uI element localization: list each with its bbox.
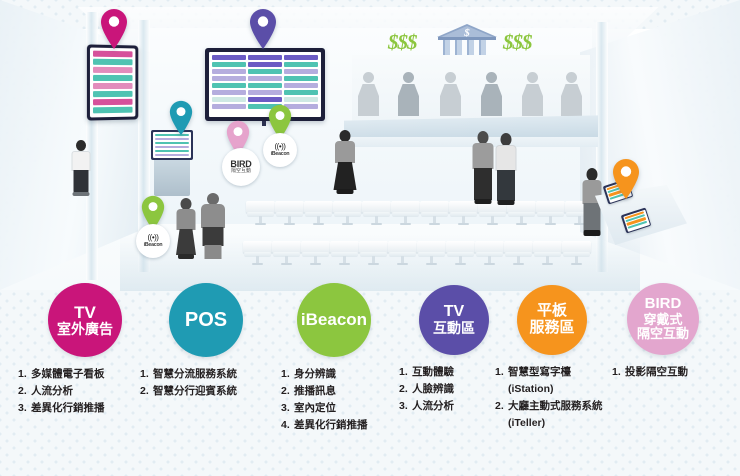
- person-customer-male: [200, 193, 226, 260]
- list-item: 2.人流分析: [18, 383, 158, 400]
- list-item: 2.大廳主動式服務系統(iTeller): [495, 398, 613, 432]
- category-bird-wearable: BIRD 穿戴式 隔空互動 1.投影隔空互動: [612, 283, 740, 381]
- teller-staff: [398, 72, 419, 116]
- teller-staff: [561, 72, 582, 116]
- category-pos: POS 1.智慧分流服務系統 2.智慧分行迎賓系統: [140, 283, 280, 400]
- teller-staff: [358, 72, 379, 116]
- badge-line-1: TV: [74, 303, 96, 322]
- tablet-pin[interactable]: [611, 158, 641, 200]
- monitor-stand: [262, 121, 266, 126]
- list-item: 3.人流分析: [399, 398, 501, 415]
- category-tv-outdoor: TV 室外廣告 1.多媒體電子看板 2.人流分析 3.差異化行銷推播: [18, 283, 158, 417]
- list-item: 1.多媒體電子看板: [18, 366, 158, 383]
- badge-line-2: 室外廣告: [57, 322, 113, 338]
- bank-branch-illustration: $$$ $ $$$: [0, 0, 740, 290]
- badge-line-2: 穿戴式: [643, 313, 682, 328]
- beacon-signal-icon: ((•)): [275, 143, 286, 151]
- list-item: 2.推播訊息: [281, 383, 399, 400]
- ibeacon-badge-center: ((•)) iBeacon: [263, 133, 297, 167]
- category-tablet-service: 平板 服務區 1.智慧型寫字檯(iStation) 2.大廳主動式服務系統(iT…: [495, 283, 613, 432]
- list-item: 4.差異化行銷推播: [281, 417, 399, 434]
- category-ibeacon: iBeacon 1.身分辨識 2.推播訊息 3.室內定位 4.差異化行銷推播: [281, 283, 399, 434]
- badge-line-1: TV: [444, 303, 464, 321]
- category-items-ibeacon: 1.身分辨識 2.推播訊息 3.室內定位 4.差異化行銷推播: [281, 366, 399, 434]
- digital-signage-monitor: [205, 48, 325, 121]
- category-legend: TV 室外廣告 1.多媒體電子看板 2.人流分析 3.差異化行銷推播 POS 1…: [0, 283, 740, 476]
- teller-staff: [440, 72, 461, 116]
- badge-line-1: POS: [185, 309, 227, 331]
- money-right: $$$: [503, 30, 532, 55]
- list-item: 1.互動體驗: [399, 364, 501, 381]
- ibeacon-badge-label: iBeacon: [271, 152, 290, 157]
- bird-pin-badge: BIRD 隔空互動: [222, 148, 260, 186]
- list-item: 1.投影隔空互動: [612, 364, 740, 381]
- ibeacon-badge-label: iBeacon: [144, 243, 163, 248]
- category-items-pos: 1.智慧分流服務系統 2.智慧分行迎賓系統: [140, 366, 280, 400]
- pos-pin[interactable]: [168, 100, 194, 136]
- digital-signage-pin[interactable]: [248, 8, 278, 50]
- teller-staff: [481, 72, 502, 116]
- category-badge-pos[interactable]: POS: [169, 283, 243, 357]
- beacon-signal-icon: ((•)): [148, 234, 159, 242]
- badge-line-1: 平板: [537, 303, 567, 320]
- tv-outdoor-pin[interactable]: [99, 8, 129, 50]
- badge-line-1: iBeacon: [301, 310, 367, 329]
- category-items-tv-outdoor: 1.多媒體電子看板 2.人流分析 3.差異化行銷推播: [18, 366, 158, 417]
- badge-line-2: 互動區: [433, 321, 475, 337]
- category-items-bird-wearable: 1.投影隔空互動: [612, 364, 740, 381]
- category-badge-tablet-service[interactable]: 平板 服務區: [517, 285, 587, 355]
- list-item: 3.差異化行銷推播: [18, 400, 158, 417]
- bird-badge-subtitle: 隔空互動: [231, 169, 251, 174]
- person-outside-entrance: [70, 140, 92, 196]
- ibeacon-badge-left: ((•)) iBeacon: [136, 224, 170, 258]
- person-lobby-customer-b: [494, 133, 518, 207]
- category-items-tablet-service: 1.智慧型寫字檯(iStation) 2.大廳主動式服務系統(iTeller): [495, 364, 613, 432]
- category-badge-tv-outdoor[interactable]: TV 室外廣告: [48, 283, 122, 357]
- money-left: $$$: [388, 30, 417, 55]
- category-badge-ibeacon[interactable]: iBeacon: [297, 283, 371, 357]
- badge-line-1: BIRD: [645, 296, 682, 313]
- list-item: 3.室內定位: [281, 400, 399, 417]
- wall-display-signage: [87, 44, 138, 120]
- person-customer-female: [175, 198, 197, 260]
- category-tv-interactive: TV 互動區 1.互動體驗 2.人臉辨識 3.人流分析: [399, 283, 501, 415]
- person-lobby-customer-a: [471, 131, 495, 207]
- person-standing-customer: [333, 130, 357, 200]
- badge-line-2: 服務區: [529, 320, 574, 337]
- list-item: 2.人臉辨識: [399, 381, 501, 398]
- category-badge-bird-wearable[interactable]: BIRD 穿戴式 隔空互動: [627, 283, 699, 355]
- category-items-tv-interactive: 1.互動體驗 2.人臉辨識 3.人流分析: [399, 364, 501, 415]
- list-item: 1.身分辨識: [281, 366, 399, 383]
- list-item: 1.智慧分流服務系統: [140, 366, 280, 383]
- list-item: 1.智慧型寫字檯(iStation): [495, 364, 613, 398]
- list-item: 2.智慧分行迎賓系統: [140, 383, 280, 400]
- category-badge-tv-interactive[interactable]: TV 互動區: [419, 285, 489, 355]
- badge-line-3: 隔空互動: [637, 327, 689, 342]
- self-service-kiosk: [150, 130, 194, 196]
- teller-staff: [522, 72, 543, 116]
